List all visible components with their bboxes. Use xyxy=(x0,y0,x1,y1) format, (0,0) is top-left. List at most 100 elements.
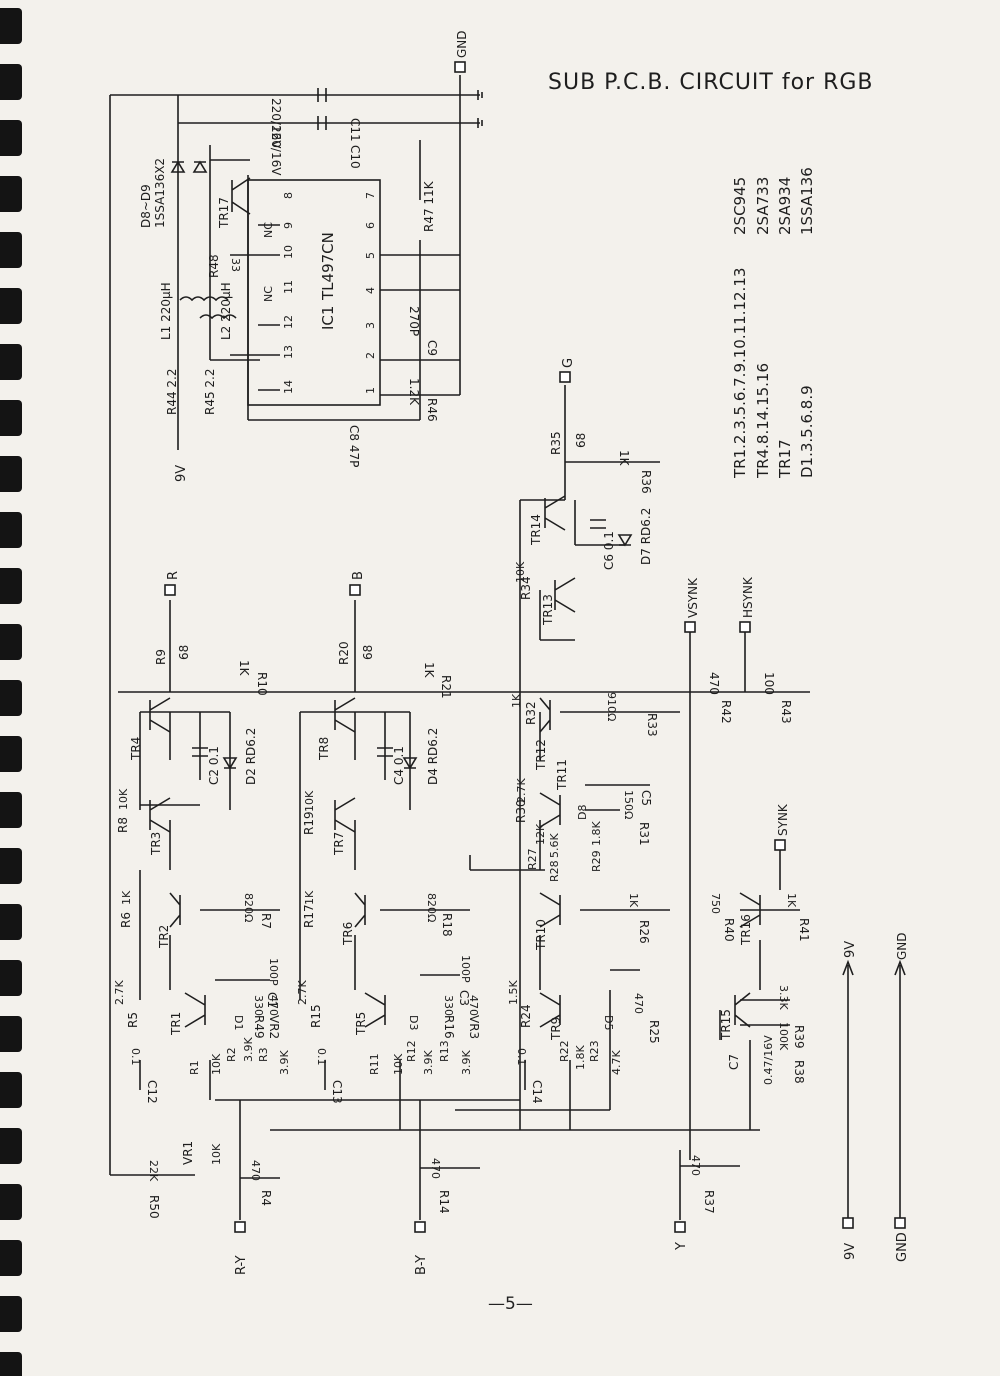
label-r5v: 2.7K xyxy=(113,980,126,1005)
label-gnd-arrow: GND xyxy=(895,932,909,960)
label-r6: R6 xyxy=(119,912,133,928)
label-tr11: TR11 xyxy=(555,759,569,791)
label-r33: R33 xyxy=(645,713,659,737)
label-r38v: 100K xyxy=(777,1022,790,1051)
label-d8d9: D8~D9 xyxy=(139,184,153,228)
label-tr5: TR5 xyxy=(354,1012,368,1036)
label-tr13: TR13 xyxy=(541,594,555,626)
binder-hole xyxy=(0,176,22,212)
binder-hole xyxy=(0,624,22,660)
label-r29v: 1.8K xyxy=(590,821,603,846)
label-r41: R41 xyxy=(797,918,811,942)
label-r18: R18 xyxy=(440,913,454,937)
transistor-tr5 xyxy=(364,992,386,1028)
label-r40v: 750 xyxy=(709,893,722,914)
label-r1v: 10K xyxy=(210,1053,223,1075)
terminal-9v xyxy=(842,1217,854,1229)
label-r46: R46 xyxy=(425,398,439,422)
label-r16v: 330 xyxy=(442,995,455,1016)
label-r30v: 2.7K xyxy=(515,778,528,803)
label-r31v: 150Ω xyxy=(622,790,635,819)
ic1-body xyxy=(247,179,381,406)
label-r19v: 10K xyxy=(303,790,316,812)
label-r17: R17 xyxy=(302,904,316,928)
label-by: B-Y xyxy=(414,1255,429,1275)
label-r49: R49 xyxy=(252,1015,266,1039)
label-d8d9p: 1SSA136X2 xyxy=(153,158,167,228)
label-r34: R34 xyxy=(519,576,533,600)
zener-d2 xyxy=(222,757,238,770)
label-r39v: 3.3K xyxy=(777,985,790,1010)
label-l2: L2 220μH xyxy=(219,282,233,340)
label-r18v: 820Ω xyxy=(425,893,438,922)
label-vr1v: 10K xyxy=(210,1143,223,1165)
label-c10v: 220/16V xyxy=(269,125,283,176)
label-r10: R10 xyxy=(255,672,269,696)
components xyxy=(149,88,761,1028)
transistor-tr16 xyxy=(739,892,761,928)
label-r: R xyxy=(166,571,181,580)
label-tr6: TR6 xyxy=(341,922,355,946)
label-hsynk: HSYNK xyxy=(741,576,755,618)
label-vr3: VR3 xyxy=(467,1015,481,1039)
label-9v: 9V xyxy=(843,1243,858,1260)
transistor-tr1 xyxy=(184,992,206,1028)
diode-d8 xyxy=(170,160,186,173)
label-vr2: VR2 xyxy=(267,1015,281,1039)
label-r5: R5 xyxy=(126,1012,140,1028)
label-r17v: 1K xyxy=(303,890,316,905)
cap-c6 xyxy=(590,519,606,529)
label-d2: D2 RD6.2 xyxy=(244,728,258,785)
label-vr1: VR1 xyxy=(181,1141,195,1165)
label-r3: R3 xyxy=(257,1047,270,1062)
terminal-synk xyxy=(774,839,786,851)
label-tr9: TR9 xyxy=(549,1017,563,1041)
label-ry: R-Y xyxy=(234,1255,249,1275)
label-r10v: 1K xyxy=(237,660,251,677)
legend-devices: TR17 xyxy=(776,439,794,479)
binder-hole xyxy=(0,736,22,772)
label-r37v: 470 xyxy=(689,1155,702,1176)
label-r30: R30 xyxy=(514,799,528,823)
label-b: B xyxy=(351,571,366,580)
binder-hole xyxy=(0,680,22,716)
label-vsynk: VSYNK xyxy=(686,577,700,618)
legend-devices: TR1.2.3.5.6.7.9.10.11.12.13 xyxy=(731,268,749,479)
label-c10: C10 xyxy=(348,145,362,169)
binder-hole xyxy=(0,1240,22,1276)
page-title: SUB P.C.B. CIRCUIT for RGB xyxy=(548,70,874,95)
transistor-tr10 xyxy=(539,892,561,928)
ic1-pin-top: 12 xyxy=(282,315,295,329)
label-d5: D5 xyxy=(602,1015,615,1030)
binder-hole xyxy=(0,8,22,44)
ic1-pin-bottom: 1 xyxy=(364,387,377,394)
label-d4: D4 RD6.2 xyxy=(426,728,440,785)
terminal-y xyxy=(674,1221,686,1233)
legend-part: 2SC945 xyxy=(731,177,749,235)
label-d7: D7 RD6.2 xyxy=(639,508,653,565)
label-r33v: 910Ω xyxy=(605,692,618,721)
terminal-hsynk xyxy=(739,621,751,633)
label-c8: C8 47P xyxy=(347,425,361,467)
label-r45: R45 2.2 xyxy=(203,368,217,415)
label-r16: R16 xyxy=(442,1015,456,1039)
label-r20v: 68 xyxy=(361,645,375,660)
label-d3: D3 xyxy=(407,1015,420,1030)
label-tr3: TR3 xyxy=(149,832,163,856)
label-r3v: 3.9K xyxy=(278,1050,291,1075)
label-gnd-top: GND xyxy=(455,30,469,58)
label-r26: R26 xyxy=(637,920,651,944)
binder-hole xyxy=(0,792,22,828)
label-r14: R14 xyxy=(437,1190,451,1214)
label-synk: SYNK xyxy=(776,803,790,836)
diode-d9 xyxy=(192,160,208,173)
binder-hole xyxy=(0,64,22,100)
label-r6v: 1K xyxy=(120,890,133,905)
label-c7v: 0.47/16V xyxy=(762,1035,775,1085)
label-r9v: 68 xyxy=(177,645,191,660)
binder-hole xyxy=(0,1296,22,1332)
terminal-g xyxy=(559,371,571,383)
label-r13: R13 xyxy=(438,1040,451,1062)
binder-hole xyxy=(0,1072,22,1108)
